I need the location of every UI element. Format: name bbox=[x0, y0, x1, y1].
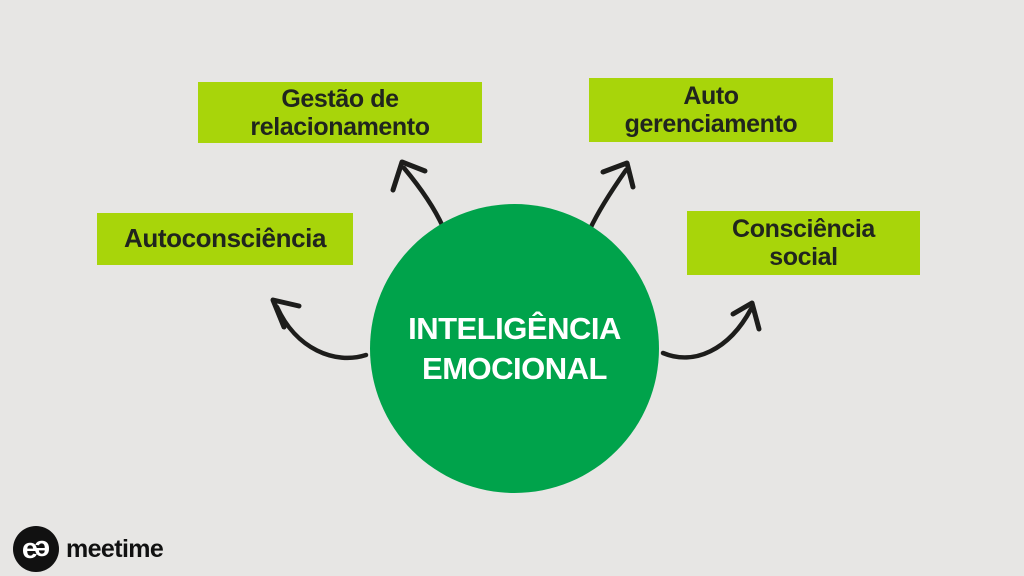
box-consciencia-social: Consciência social bbox=[687, 211, 920, 275]
arrow-to-consciencia-social bbox=[660, 300, 762, 360]
box-gestao-de-relacionamento: Gestão de relacionamento bbox=[198, 82, 482, 143]
arrow-to-gestao-de-relacionamento bbox=[390, 159, 446, 230]
box-auto-gerenciamento: Auto gerenciamento bbox=[589, 78, 833, 142]
arrow-to-autoconsciencia bbox=[270, 297, 369, 361]
box-label-line: Autoconsciência bbox=[123, 223, 327, 254]
box-label-line: Consciência bbox=[732, 215, 875, 243]
box-label-line: Auto bbox=[683, 82, 739, 110]
arrow-to-auto-gerenciamento bbox=[587, 160, 636, 232]
meetime-wordmark: meetime bbox=[66, 534, 164, 563]
box-label-line: Gestão de bbox=[281, 84, 399, 113]
box-label-line: social bbox=[769, 243, 838, 271]
meetime-logo-icon: e e bbox=[13, 526, 59, 572]
central-title-line: EMOCIONAL bbox=[422, 350, 607, 386]
logo-letter-e-rotated: e bbox=[36, 533, 51, 566]
logo-letter-e: e bbox=[21, 532, 38, 565]
meetime-logo: e e meetime bbox=[13, 526, 164, 572]
central-circle: INTELIGÊNCIA EMOCIONAL bbox=[370, 204, 659, 493]
central-title-line: INTELIGÊNCIA bbox=[408, 311, 621, 347]
box-label-line: relacionamento bbox=[250, 112, 430, 141]
box-autoconsciencia: Autoconsciência bbox=[97, 213, 353, 265]
box-label-line: gerenciamento bbox=[624, 110, 798, 138]
